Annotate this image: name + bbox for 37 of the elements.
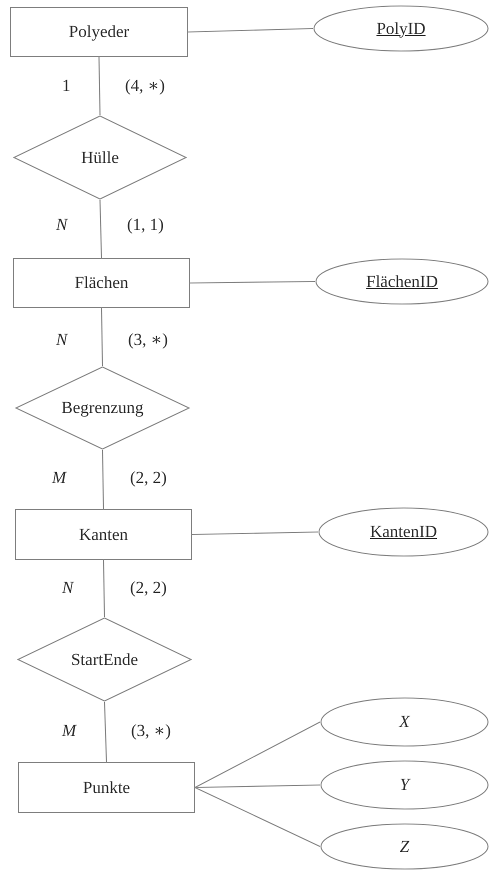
attribute-name: X [399, 712, 410, 732]
connector-line [99, 200, 102, 258]
entity-name: Punkte [82, 778, 130, 798]
attribute-name: Z [400, 836, 410, 856]
connector-line [98, 57, 101, 115]
entity-name: Flächen [74, 273, 128, 293]
connector-line [102, 450, 104, 509]
cardinality-label: 1 [62, 76, 70, 96]
connector-line [190, 280, 315, 284]
entity-name: Polyeder [68, 22, 130, 42]
key-attribute-name: FlächenID [366, 272, 438, 292]
cardinality-label: M [62, 721, 76, 741]
relationship-name: StartEnde [70, 650, 138, 670]
connector-line [104, 702, 108, 762]
cardinality-label: (2, 2) [130, 468, 167, 488]
cardinality-label: M [52, 468, 66, 488]
key-attribute-name: PolyID [376, 18, 426, 38]
cardinality-label: (3, ∗) [131, 721, 171, 741]
connector-line [192, 531, 318, 536]
entity-name: Kanten [78, 524, 128, 544]
connector-line [194, 784, 320, 788]
connector-line [100, 308, 104, 366]
cardinality-label: (3, ∗) [128, 330, 168, 350]
cardinality-label: (4, ∗) [125, 76, 165, 96]
key-attribute-name: KantenID [370, 522, 438, 542]
connector-line [188, 28, 314, 33]
cardinality-label: N [56, 330, 68, 350]
cardinality-label: (2, 2) [130, 578, 167, 598]
cardinality-label: N [62, 578, 74, 598]
relationship-name: Begrenzung [61, 398, 144, 418]
connector-line [194, 722, 320, 788]
attribute-name: Y [400, 775, 410, 795]
connector-line [102, 560, 106, 617]
cardinality-label: N [56, 215, 68, 235]
connector-line [194, 787, 320, 847]
relationship-name: Hülle [81, 148, 119, 168]
cardinality-label: (1, 1) [127, 215, 164, 235]
